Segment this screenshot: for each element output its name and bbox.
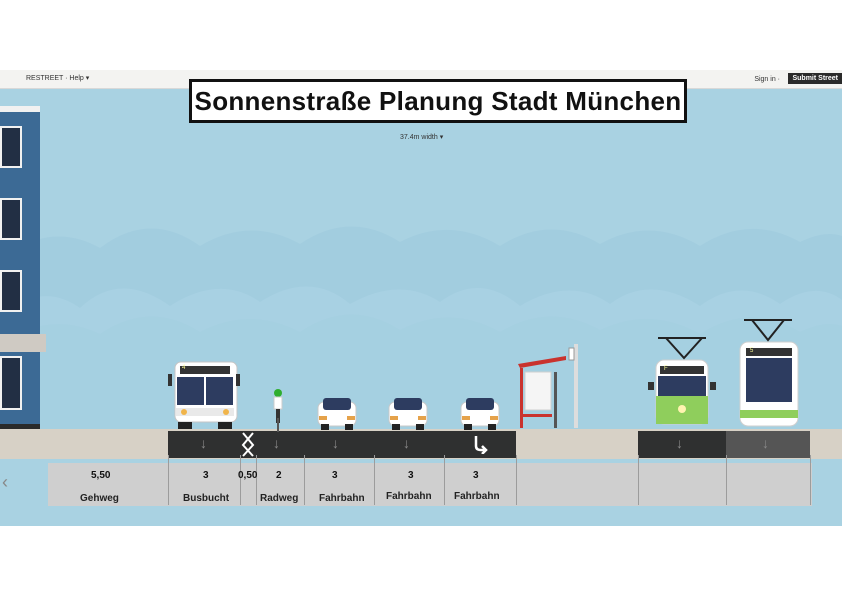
building-window: [0, 270, 22, 312]
building-window: [0, 126, 22, 168]
segment-width[interactable]: 3: [332, 470, 338, 481]
segment-width[interactable]: 0,50: [238, 470, 258, 481]
arrow-down-icon: ↓: [332, 435, 339, 451]
tram: F: [644, 336, 720, 430]
segment-label: Radweg: [260, 493, 299, 504]
caret-down-icon: ▾: [439, 134, 444, 141]
segment-width[interactable]: 3: [408, 470, 414, 481]
transit-shelter: [518, 344, 578, 428]
building-window: [0, 198, 22, 240]
segment-label: Busbucht: [183, 493, 230, 504]
building-window: [0, 356, 22, 410]
segment-width[interactable]: 3: [203, 470, 209, 481]
street-width-value: 37.4m width: [400, 134, 438, 141]
drive-lane[interactable]: [304, 431, 374, 458]
street-canvas: RESTREET · Help ▾ Sign in · Submit Stree…: [0, 70, 842, 526]
chevron-left-icon[interactable]: ‹: [2, 472, 8, 492]
arrow-down-icon: ↓: [200, 435, 207, 451]
tram: 5: [734, 318, 804, 430]
submit-street-button[interactable]: Submit Street: [788, 73, 842, 84]
segment-width[interactable]: 5,50: [91, 470, 111, 481]
street-width-selector[interactable]: 37.4m width ▾: [400, 133, 443, 141]
bike-lane[interactable]: [256, 431, 304, 458]
segment-label: Fahrbahn: [386, 491, 432, 502]
arrow-down-icon: ↓: [676, 435, 683, 451]
arrow-down-icon: ↓: [403, 435, 410, 451]
arrow-down-icon: ↓: [762, 435, 769, 451]
tram-lane[interactable]: [638, 431, 726, 458]
car: [317, 398, 357, 430]
tram-route-number: 5: [750, 348, 754, 354]
sign-in-link[interactable]: Sign in ·: [754, 76, 780, 83]
segment-label: Fahrbahn: [454, 491, 500, 502]
street-title[interactable]: Sonnenstraße Planung Stadt München: [189, 79, 687, 123]
tram-route-number: F: [664, 366, 668, 372]
turn-right-arrow-icon: [474, 436, 488, 454]
lane-divider-icon: [240, 431, 256, 458]
segment-width[interactable]: 3: [473, 470, 479, 481]
segment-width[interactable]: 2: [276, 470, 282, 481]
tram-lane[interactable]: [726, 431, 810, 458]
arrow-down-icon: ↓: [273, 435, 280, 451]
segment-label: Fahrbahn: [319, 493, 365, 504]
awning: [0, 334, 46, 352]
car: [388, 398, 428, 430]
segment-label: Gehweg: [80, 493, 119, 504]
app-menu[interactable]: RESTREET · Help ▾: [26, 75, 90, 82]
building: [0, 106, 46, 430]
car: [460, 398, 500, 430]
cyclist: [273, 389, 283, 432]
turn-lane[interactable]: [444, 431, 516, 458]
segment-info-bar: [48, 463, 812, 506]
bus: 4: [168, 360, 240, 430]
bus-lane[interactable]: [168, 431, 240, 458]
bus-route-number: 4: [182, 365, 186, 371]
drive-lane[interactable]: [374, 431, 444, 458]
